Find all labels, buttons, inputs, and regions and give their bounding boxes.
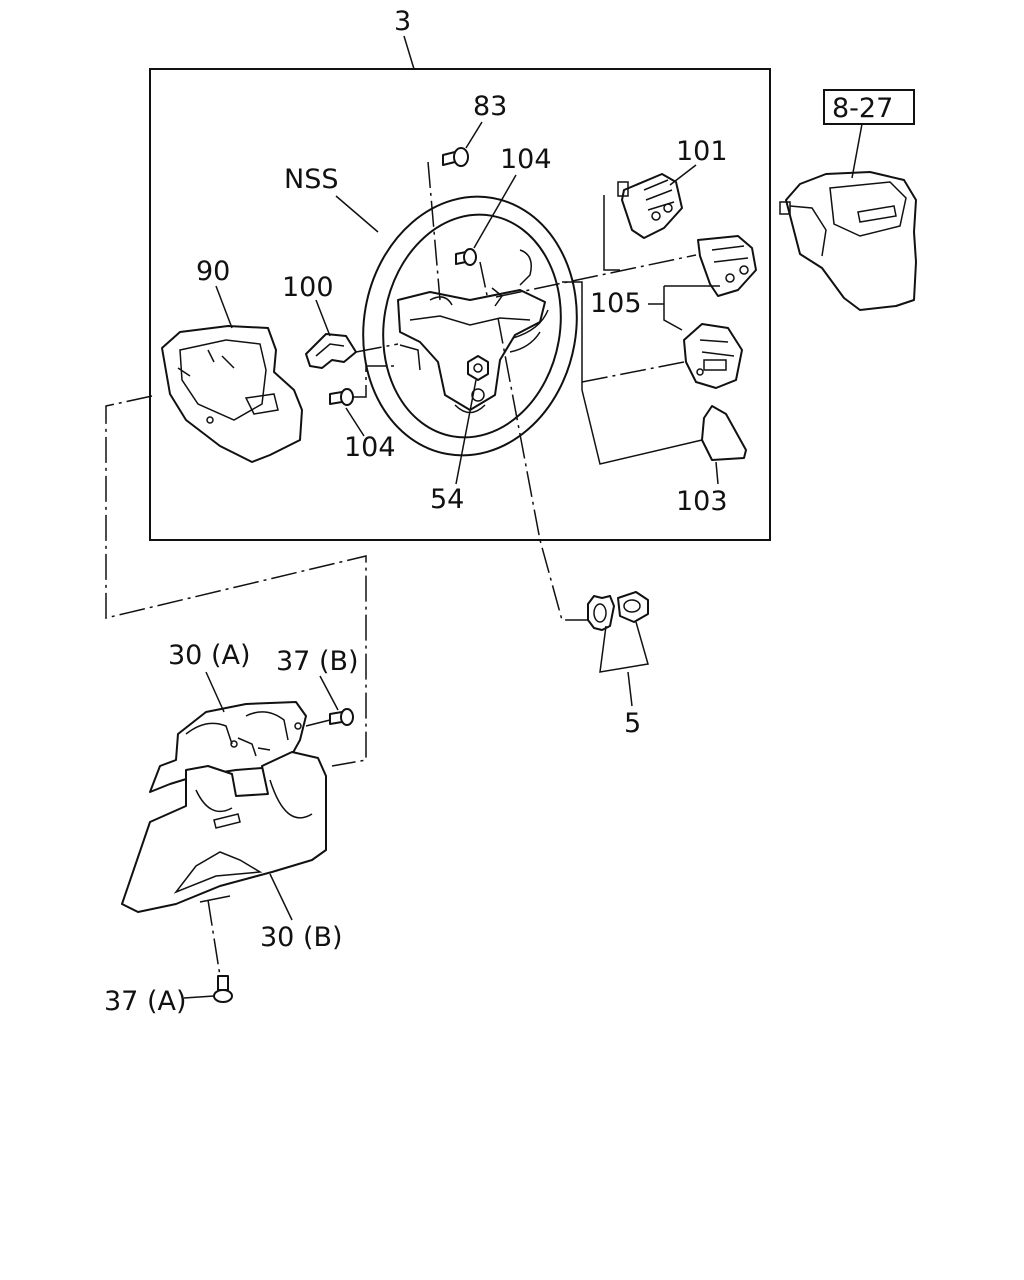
switch-105-upper bbox=[697, 235, 757, 297]
leader-103 bbox=[715, 461, 719, 485]
leader-100 bbox=[315, 299, 331, 337]
label-bracket-100: 100 bbox=[282, 272, 334, 303]
label-bolt-83: 83 bbox=[473, 91, 507, 122]
bracket-100 bbox=[305, 333, 357, 369]
label-ref-8-27: 8-27 bbox=[832, 93, 893, 124]
phantom-37a bbox=[207, 899, 221, 977]
label-screw-104-left: 104 bbox=[344, 432, 396, 463]
phantom-104-left bbox=[352, 365, 398, 398]
screw-37a bbox=[213, 975, 233, 1003]
phantom-100 bbox=[355, 343, 399, 353]
phantom-83 bbox=[427, 161, 441, 301]
label-cover-30a: 30 (A) bbox=[168, 640, 250, 671]
leader-83 bbox=[465, 121, 483, 149]
bolt-83 bbox=[442, 147, 469, 167]
phantom-105-lower bbox=[581, 361, 685, 383]
leader-37a bbox=[183, 995, 215, 999]
phantom-105-upper bbox=[495, 254, 697, 298]
leader-30a bbox=[205, 671, 225, 713]
screw-104-left bbox=[329, 388, 354, 406]
ref-box bbox=[823, 89, 915, 125]
label-screw-37a: 37 (A) bbox=[104, 986, 186, 1017]
screw-104-center bbox=[455, 248, 477, 266]
phantom-104-center bbox=[479, 261, 489, 301]
phantom-shaft bbox=[497, 317, 588, 621]
screw-37b bbox=[329, 708, 354, 726]
pad-103 bbox=[701, 405, 747, 461]
label-nut-washer-5: 5 bbox=[624, 708, 641, 739]
label-cover-30b: 30 (B) bbox=[260, 922, 343, 953]
airbag-module-ref bbox=[779, 171, 917, 311]
leader-90 bbox=[215, 285, 233, 329]
switch-101 bbox=[617, 173, 683, 239]
bracket-5 bbox=[599, 621, 649, 707]
label-switch-101: 101 bbox=[676, 136, 728, 167]
leader-104-center bbox=[473, 174, 517, 249]
label-wheel-nss: NSS bbox=[284, 164, 338, 195]
nut-washer-5 bbox=[587, 591, 649, 631]
cover-90 bbox=[161, 325, 303, 463]
switch-105-lower bbox=[683, 323, 743, 389]
label-nut-54: 54 bbox=[430, 484, 464, 515]
phantom-cover-connector bbox=[105, 395, 367, 767]
label-screw-37b: 37 (B) bbox=[276, 646, 359, 677]
nut-54 bbox=[467, 355, 489, 381]
leader-30b bbox=[269, 873, 293, 921]
assembly-frame bbox=[149, 68, 771, 541]
label-pad-103: 103 bbox=[676, 486, 728, 517]
steering-wheel bbox=[362, 195, 578, 457]
leader-104-left bbox=[345, 407, 365, 437]
leader-54 bbox=[455, 379, 477, 485]
phantom-37b bbox=[305, 719, 331, 727]
label-assembly: 3 bbox=[394, 6, 411, 37]
bracket-105 bbox=[663, 285, 720, 331]
bracket-103 bbox=[562, 281, 703, 465]
label-screw-104-center: 104 bbox=[500, 144, 552, 175]
bracket-101 bbox=[603, 195, 620, 271]
assembly-leader bbox=[403, 35, 415, 70]
cover-30b bbox=[121, 751, 327, 913]
ref-leader bbox=[851, 123, 863, 179]
leader-37b bbox=[319, 675, 339, 711]
label-switch-group-105: 105 bbox=[590, 288, 642, 319]
nss-leader bbox=[335, 195, 379, 233]
label-cover-90: 90 bbox=[196, 256, 230, 287]
leader-101 bbox=[669, 164, 697, 186]
